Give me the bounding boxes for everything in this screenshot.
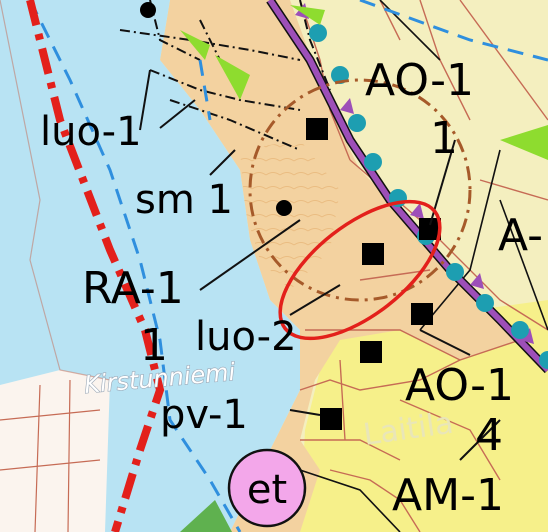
residential-area xyxy=(160,0,520,532)
ra1-label: RA-1 xyxy=(82,263,184,314)
terrain-contours xyxy=(240,140,340,290)
luo2-label: luo-2 xyxy=(195,314,297,360)
blue-dashed-lines xyxy=(28,0,548,532)
luo1-label: luo-1 xyxy=(40,109,142,155)
green-markers xyxy=(180,5,548,160)
label-leaders xyxy=(139,69,501,461)
ao1-top-label: AO-1 xyxy=(365,55,474,106)
west-shore-edge xyxy=(0,0,111,381)
municipal-boundary xyxy=(26,0,165,532)
point-markers xyxy=(140,2,292,216)
a-partial-label: A- xyxy=(498,210,543,261)
highlight-ellipse xyxy=(278,199,442,341)
west-shore-land xyxy=(0,370,110,532)
et-symbol: et xyxy=(227,448,307,528)
ao1-top-number: 1 xyxy=(430,113,458,164)
ra1-number: 1 xyxy=(140,320,168,371)
dash-dot-lines xyxy=(119,0,331,151)
west-shore-plots xyxy=(0,379,101,532)
ao1-bottom-label: AO-1 xyxy=(405,360,514,411)
green-area xyxy=(180,500,232,532)
sm1-label: sm 1 xyxy=(135,177,233,223)
zone-circle xyxy=(248,78,472,302)
ao1-bottom-number: 4 xyxy=(475,410,503,461)
am1-label: AM-1 xyxy=(392,470,504,521)
pv1-label: pv-1 xyxy=(160,392,248,438)
building-markers xyxy=(306,118,441,430)
et-label: et xyxy=(247,467,287,513)
